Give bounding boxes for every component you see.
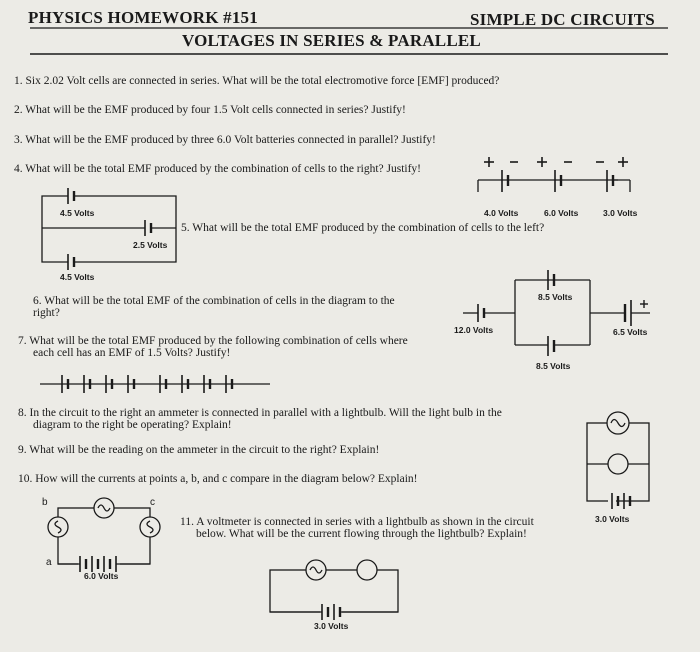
header-subtitle: VOLTAGES IN SERIES & PARALLEL [182, 31, 481, 50]
q4-cells-diagram [477, 170, 631, 192]
q6-right-label: 6.5 Volts [613, 327, 648, 337]
question-6-line-1: 6. What will be the total EMF of the com… [33, 295, 395, 307]
question-11-line-1: 11. A voltmeter is connected in series w… [180, 516, 534, 528]
q6-combination-diagram [463, 270, 650, 356]
q4-cell-3-label: 3.0 Volts [603, 208, 638, 218]
question-2: 2. What will be the EMF produced by four… [14, 104, 406, 116]
q10-battery-label: 6.0 Volts [84, 571, 119, 581]
q5-top-label: 4.5 Volts [60, 208, 95, 218]
q10-point-b-label: b [42, 497, 48, 508]
q4-polarity-signs [484, 157, 628, 167]
q5-parallel-diagram [41, 188, 177, 270]
q10-point-a-label: a [46, 557, 52, 568]
question-8-line-2: diagram to the right be operating? Expla… [33, 419, 232, 431]
question-11-line-2: below. What will be the current flowing … [196, 528, 527, 540]
q11-circuit-diagram [269, 559, 399, 620]
question-4: 4. What will be the total EMF produced b… [14, 163, 421, 175]
question-5: 5. What will be the total EMF produced b… [181, 222, 545, 234]
question-10: 10. How will the currents at points a, b… [18, 473, 418, 485]
q5-middle-label: 2.5 Volts [133, 240, 168, 250]
question-3: 3. What will be the EMF produced by thre… [14, 134, 436, 146]
q8-battery-label: 3.0 Volts [595, 514, 630, 524]
q10-point-c-label: c [150, 497, 155, 508]
q4-cell-1-label: 4.0 Volts [484, 208, 519, 218]
question-8-line-1: 8. In the circuit to the right an ammete… [18, 407, 502, 419]
question-1: 1. Six 2.02 Volt cells are connected in … [14, 75, 500, 87]
q11-battery-label: 3.0 Volts [314, 621, 349, 631]
question-7-line-1: 7. What will be the total EMF produced b… [18, 335, 408, 347]
header-left-title: PHYSICS HOMEWORK #151 [28, 8, 258, 27]
q6-bottom-label: 8.5 Volts [536, 361, 571, 371]
question-6-line-2: right? [33, 307, 60, 319]
question-7-line-2: each cell has an EMF of 1.5 Volts? Justi… [33, 347, 231, 359]
q8-circuit-diagram [586, 411, 650, 509]
question-9: 9. What will be the reading on the ammet… [18, 444, 380, 456]
q10-circuit-diagram [47, 497, 161, 572]
q4-cell-2-label: 6.0 Volts [544, 208, 579, 218]
header-right-title: SIMPLE DC CIRCUITS [470, 10, 655, 29]
q5-bottom-label: 4.5 Volts [60, 272, 95, 282]
q7-series-diagram [40, 375, 270, 393]
q6-left-label: 12.0 Volts [454, 325, 494, 335]
q6-top-label: 8.5 Volts [538, 292, 573, 302]
